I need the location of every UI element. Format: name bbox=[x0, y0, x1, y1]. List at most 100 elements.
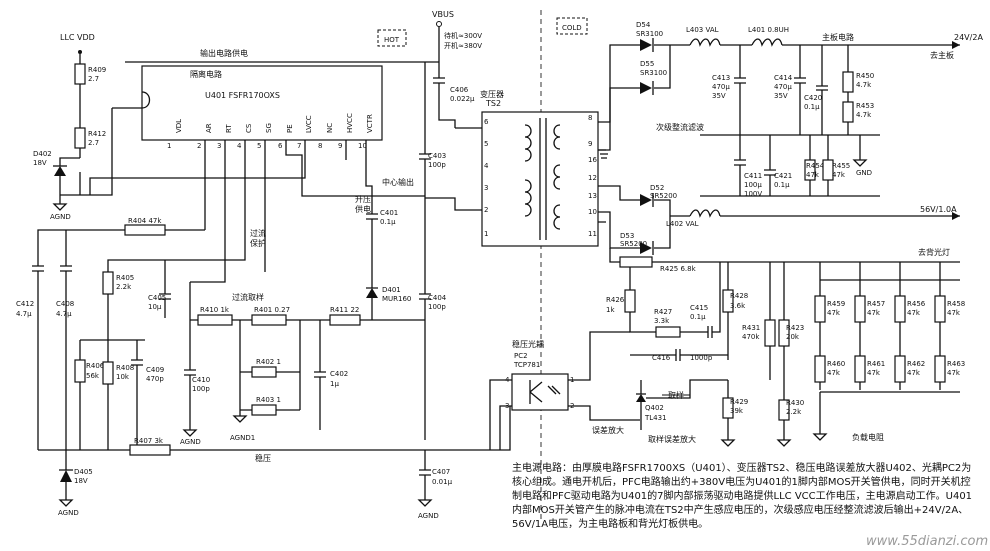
r454-value: 47k bbox=[806, 171, 820, 179]
lower-caps-wire bbox=[700, 135, 880, 197]
r408-resistor bbox=[102, 361, 114, 385]
u401-pin-label-8: NC bbox=[326, 123, 334, 133]
ts2-gnd-ticks bbox=[598, 149, 608, 223]
c420-label: C420 bbox=[804, 94, 822, 102]
c413-label: C413 bbox=[712, 74, 730, 82]
ts2-pin-2: 2 bbox=[484, 206, 488, 214]
c401-label: C401 bbox=[380, 209, 398, 217]
d54-label: D54 bbox=[636, 21, 651, 29]
r404-resistor bbox=[124, 224, 166, 236]
q402-wires bbox=[636, 379, 728, 430]
c412-value: 4.7μ bbox=[16, 310, 32, 318]
pc2-internals bbox=[529, 380, 561, 404]
d52-label: D52 bbox=[650, 184, 664, 192]
l401-inductor bbox=[751, 38, 783, 47]
r409-value: 2.7 bbox=[88, 75, 99, 83]
ground-symbols bbox=[182, 415, 248, 437]
ts2-pin-4: 4 bbox=[484, 162, 489, 170]
d401-diode-symbol bbox=[366, 288, 378, 298]
vbus-label: VBUS bbox=[432, 10, 454, 19]
r459-resistor bbox=[814, 295, 826, 323]
u401-name: U401 FSFR170OXS bbox=[205, 91, 280, 100]
r463-value: 47k bbox=[947, 369, 961, 377]
feedback-gnd-symbols bbox=[720, 433, 828, 447]
c402-value: 1μ bbox=[330, 380, 339, 388]
r460-value: 47k bbox=[827, 369, 841, 377]
main-board-label: 主板电路 bbox=[822, 32, 854, 42]
opto-label: 稳压光耦 bbox=[512, 339, 544, 349]
load-resistor-rail bbox=[819, 262, 941, 348]
r402-r403-wire bbox=[239, 320, 301, 411]
u401-ic-body bbox=[141, 65, 383, 141]
r408-value: 10k bbox=[116, 373, 130, 381]
r406-label: R406 bbox=[86, 362, 105, 370]
r454-resistor bbox=[804, 159, 816, 181]
r405-value: 2.2k bbox=[116, 283, 132, 291]
r407-label: R407 3k bbox=[134, 437, 164, 445]
r463-label: R463 bbox=[947, 360, 965, 368]
c407-label: C407 bbox=[432, 468, 450, 476]
pc2-value: TCP781 bbox=[513, 361, 540, 369]
r409-label: R409 bbox=[88, 66, 106, 74]
r431-label: R431 bbox=[742, 324, 760, 332]
d402-wire bbox=[59, 157, 80, 196]
r453-resistor bbox=[842, 101, 854, 123]
vbus-on-note: 开机≈380V bbox=[444, 41, 482, 50]
r453-value: 4.7k bbox=[856, 111, 872, 119]
ts2-pin-5: 5 bbox=[484, 140, 488, 148]
u401-pin-label-3: RT bbox=[225, 124, 233, 133]
r407-resistor bbox=[129, 444, 171, 456]
d402-label: D402 bbox=[33, 150, 52, 158]
r456-resistor bbox=[894, 295, 906, 323]
hot-zone-box bbox=[377, 29, 407, 47]
r455-label: R455 bbox=[832, 162, 850, 170]
r460-label: R460 bbox=[827, 360, 845, 368]
ts2-pin-8: 8 bbox=[588, 114, 592, 122]
sample-error-amp-label: 取样误差放大 bbox=[648, 434, 696, 444]
ts2-pin-3: 3 bbox=[484, 184, 488, 192]
pc2-wires bbox=[489, 331, 640, 450]
overcurrent-label: 过流 bbox=[250, 228, 266, 238]
q402-value: TL431 bbox=[644, 414, 667, 422]
r411-resistor bbox=[329, 314, 361, 326]
d401-wire bbox=[366, 262, 378, 320]
ts2-pin-10: 10 bbox=[588, 208, 597, 216]
r461-resistor bbox=[854, 355, 866, 383]
r450-resistor bbox=[842, 71, 854, 93]
r455-resistor bbox=[822, 159, 834, 181]
transformer-name: TS2 bbox=[485, 99, 501, 108]
r426-resistor bbox=[624, 289, 636, 313]
r405-resistor bbox=[102, 271, 114, 295]
r426-label: R426 bbox=[606, 296, 625, 304]
ts2-pin-16: 16 bbox=[588, 156, 597, 164]
56v-output-arrow bbox=[952, 212, 960, 220]
feedback-wire bbox=[609, 248, 960, 333]
l403-inductor bbox=[689, 38, 721, 47]
r429-value: 39k bbox=[730, 407, 744, 415]
r430-label: R430 bbox=[786, 399, 804, 407]
c405-wire bbox=[159, 260, 171, 318]
c402-label: C402 bbox=[330, 370, 348, 378]
r412-value: 2.7 bbox=[88, 139, 99, 147]
u401-pin-label-10: VCTR bbox=[366, 114, 374, 133]
r431-r423-wire bbox=[769, 262, 785, 395]
gnd-symbol-secondary bbox=[852, 135, 868, 167]
r459-label: R459 bbox=[827, 300, 845, 308]
regulation-label: 稳压 bbox=[255, 453, 271, 463]
primary-leads bbox=[455, 127, 482, 211]
u401-pin-label-7: LVCC bbox=[305, 115, 313, 133]
c416-value: 1000p bbox=[690, 354, 713, 362]
vbus-standby-note: 待机≈300V bbox=[444, 31, 482, 40]
c413-value: 470μ bbox=[712, 83, 730, 91]
c421-label: C421 bbox=[774, 172, 792, 180]
c411-label: C411 bbox=[744, 172, 762, 180]
r458-value: 47k bbox=[947, 309, 961, 317]
r409-resistor bbox=[74, 63, 86, 85]
r461-label: R461 bbox=[867, 360, 885, 368]
d405-bar bbox=[58, 469, 74, 507]
ts2-primary-coils bbox=[524, 124, 532, 217]
r426-value: 1k bbox=[606, 306, 615, 314]
llc-vdd-terminal bbox=[78, 50, 82, 54]
load-rails bbox=[819, 279, 960, 434]
